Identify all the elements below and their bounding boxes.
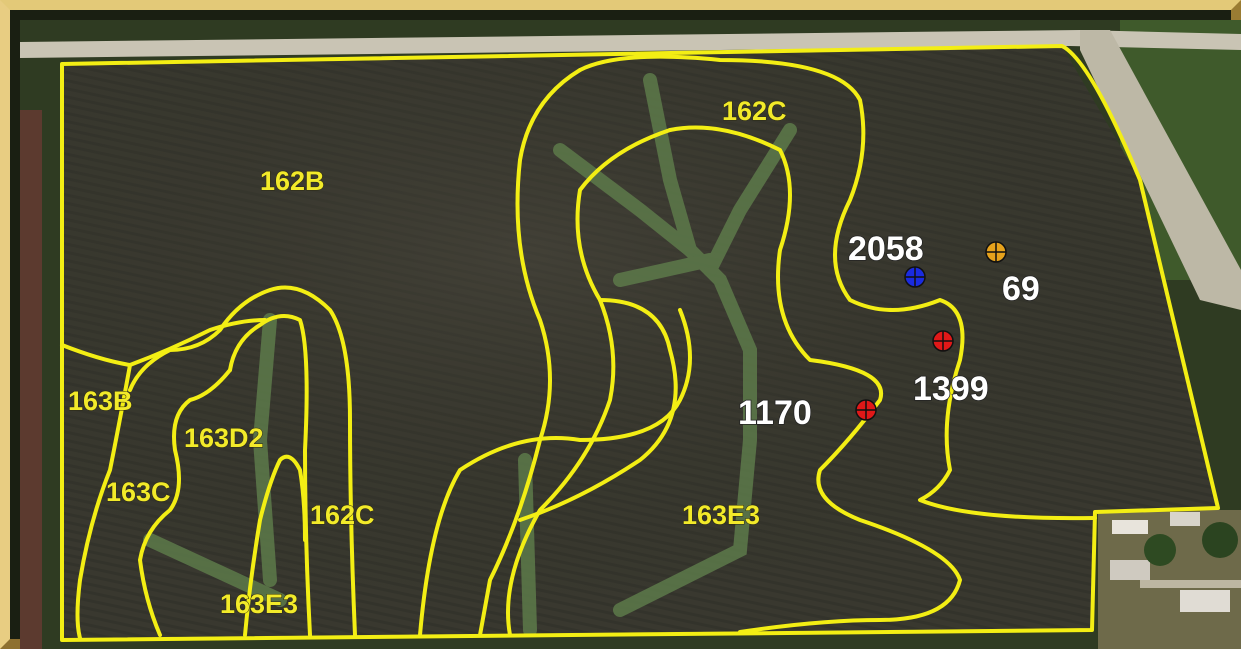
soil-label-163e3-center: 163E3 [682, 500, 760, 530]
north-road [20, 30, 1241, 58]
sample-label-1399: 1399 [913, 370, 989, 408]
soil-label-162c-south: 162C [310, 500, 375, 530]
sample-marker-2058[interactable] [904, 266, 926, 288]
soil-label-162b: 162B [260, 166, 325, 196]
soil-label-162c-north: 162C [722, 96, 787, 126]
sample-label-69: 69 [1002, 270, 1040, 308]
east-road [1080, 30, 1241, 310]
farmstead [1098, 510, 1241, 649]
sample-label-1170: 1170 [738, 394, 812, 432]
soil-label-163b: 163B [68, 386, 133, 416]
soil-unit-labels: 162B 162C 163B 163D2 163C 162C 163E3 163… [68, 96, 788, 620]
soil-label-163d2: 163D2 [184, 423, 264, 453]
sample-marker-69[interactable] [985, 241, 1007, 263]
soil-label-163c: 163C [106, 477, 171, 507]
sample-label-2058: 2058 [848, 230, 924, 268]
west-strip [20, 110, 42, 649]
sample-points: 2058 69 1399 1170 [737, 229, 1040, 433]
sample-marker-1399[interactable] [932, 330, 954, 352]
soil-boundaries [60, 44, 1220, 642]
sample-marker-1170[interactable] [855, 399, 877, 421]
aerial-map: 162B 162C 163B 163D2 163C 162C 163E3 163… [20, 20, 1241, 649]
soil-label-163e3-south: 163E3 [220, 589, 298, 619]
